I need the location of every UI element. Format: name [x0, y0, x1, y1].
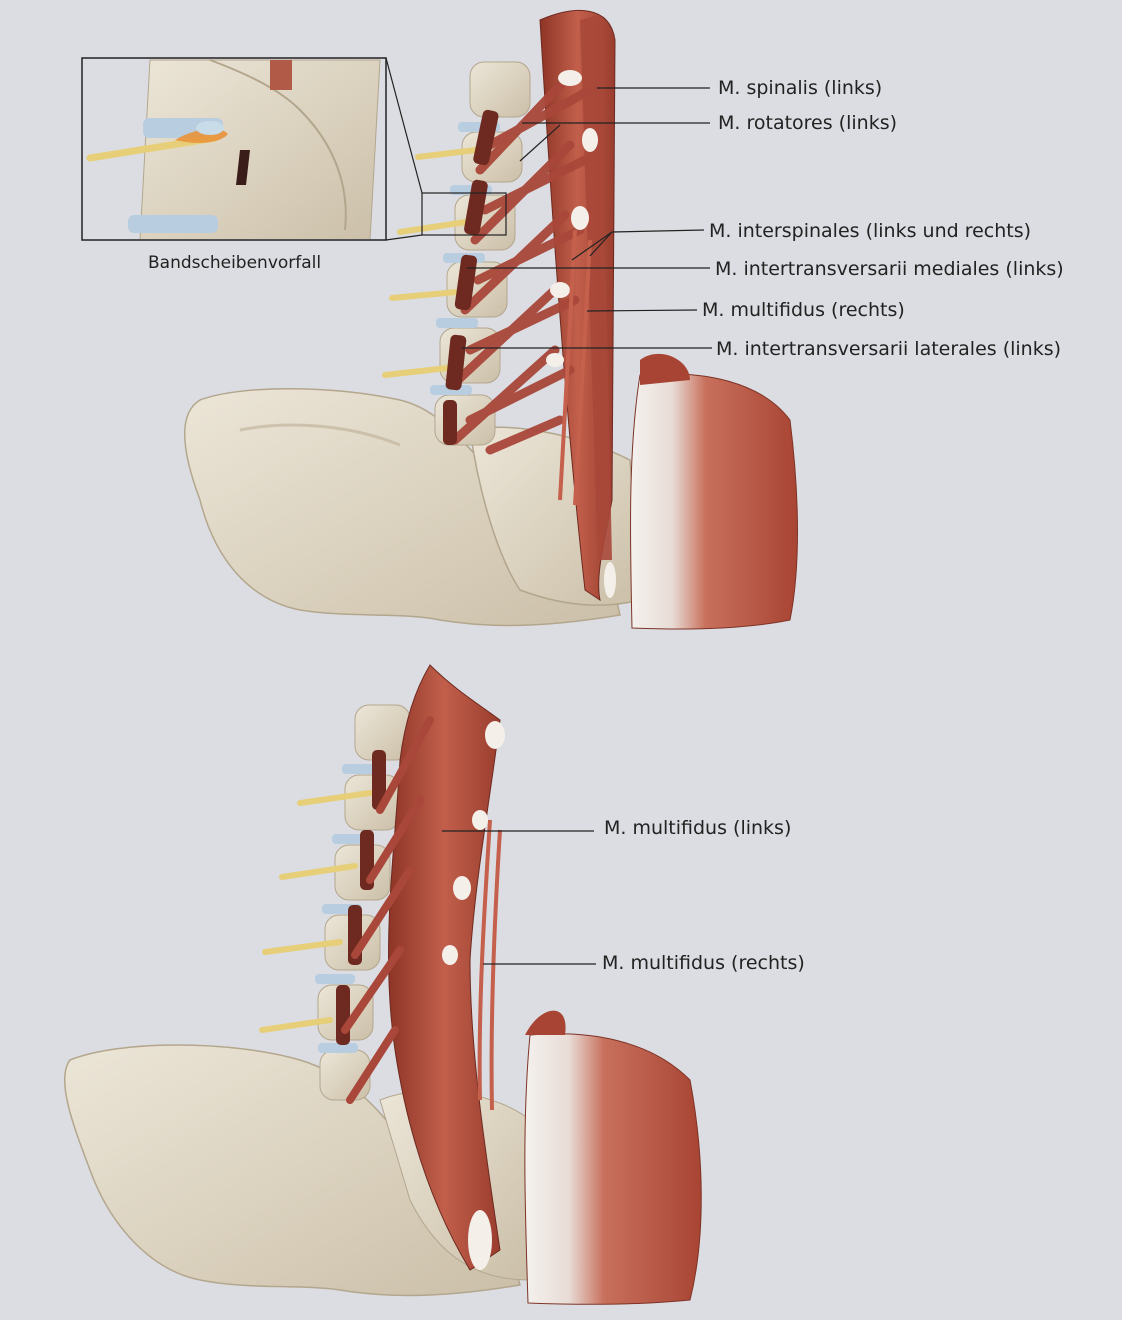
multifidus-right-lower: [477, 819, 502, 1111]
label-intertransversarii-mediales: M. intertransversarii mediales (links): [715, 258, 1064, 280]
pelvis-bone-lower: [63, 1044, 521, 1297]
bottom-illustration: [63, 664, 702, 1305]
label-rotatores-left: M. rotatores (links): [718, 112, 898, 134]
label-spinalis-left: M. spinalis (links): [718, 77, 883, 99]
gluteal-muscle: [629, 373, 798, 630]
label-interspinales: M. interspinales (links und rechts): [709, 220, 1032, 242]
label-multifidus-left: M. multifidus (links): [604, 817, 792, 839]
spinal-nerves-lower: [259, 790, 373, 1033]
multifidus-left: [388, 664, 501, 1271]
label-intertransversarii-laterales: M. intertransversarii laterales (links): [716, 338, 1062, 360]
herniation-inset: [81, 57, 507, 241]
label-multifidus-right-top: M. multifidus (rechts): [702, 299, 905, 321]
gluteal-muscle-lower: [524, 1033, 702, 1305]
inset-caption: Bandscheibenvorfall: [148, 253, 322, 273]
leader-lines: [442, 87, 712, 965]
spinal-nerves: [382, 147, 479, 378]
label-multifidus-right-bottom: M. multifidus (rechts): [602, 952, 805, 974]
top-illustration: [184, 10, 798, 630]
deep-back-muscles: [443, 10, 616, 602]
